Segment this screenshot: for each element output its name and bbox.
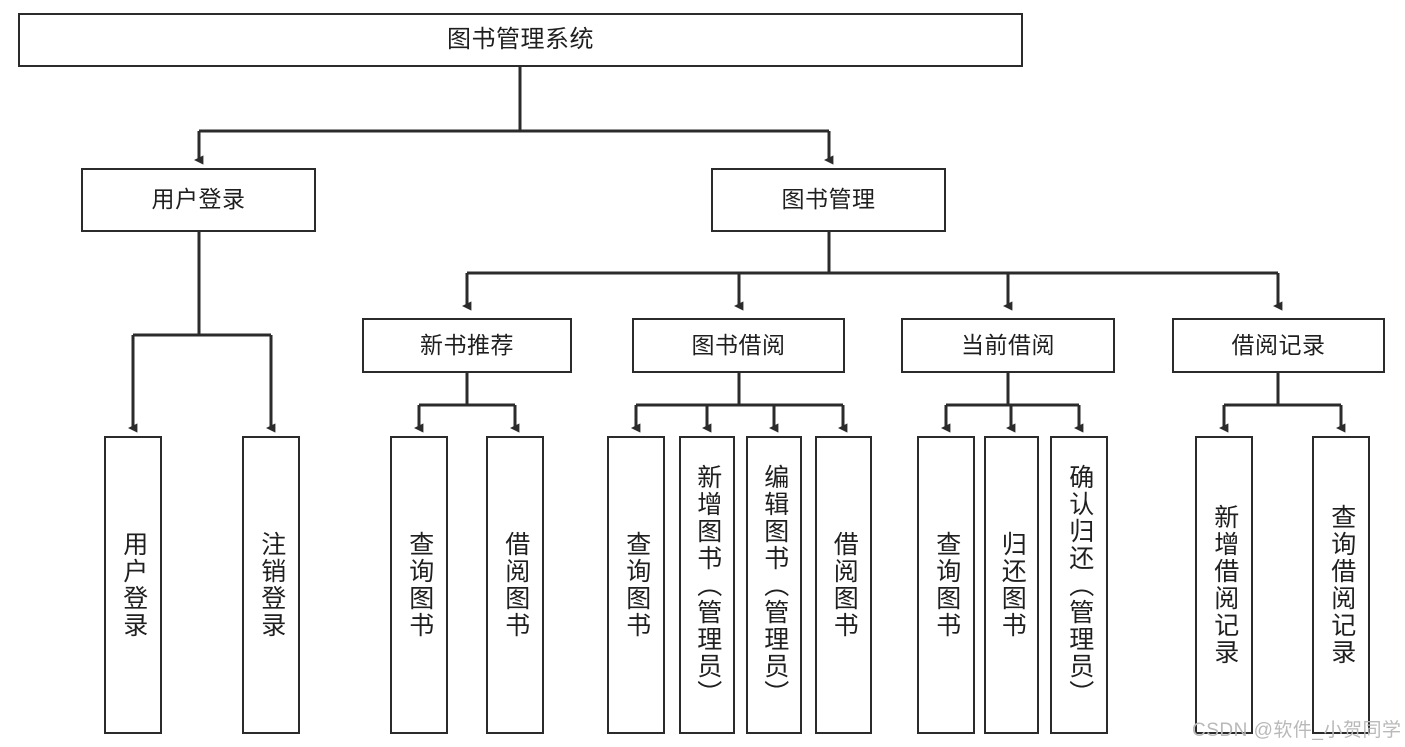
node-label: 新书推荐 [420, 331, 514, 358]
node-leaf-edit-book[interactable]: 编辑图书（管理员） [746, 436, 802, 734]
node-label: 编辑图书（管理员） [760, 463, 789, 707]
node-label: 借阅图书 [501, 531, 530, 639]
node-leaf-return-book[interactable]: 归还图书 [984, 436, 1039, 734]
node-label: 新增图书（管理员） [693, 463, 722, 707]
node-label: 查询图书 [622, 531, 651, 639]
node-leaf-confirm-return[interactable]: 确认归还（管理员） [1050, 436, 1108, 734]
node-label: 注销登录 [257, 531, 286, 639]
node-label: 查询图书 [405, 531, 434, 639]
node-current-borrow[interactable]: 当前借阅 [901, 318, 1115, 373]
node-label: 借阅图书 [830, 531, 859, 639]
node-label: 查询借阅记录 [1327, 504, 1356, 666]
node-label: 确认归还（管理员） [1065, 463, 1094, 707]
node-label: 图书借阅 [691, 331, 786, 358]
node-label: 归还图书 [998, 531, 1027, 639]
node-leaf-user-login[interactable]: 用户登录 [104, 436, 162, 734]
node-leaf-query-book-2[interactable]: 查询图书 [607, 436, 665, 734]
node-book-manage[interactable]: 图书管理 [711, 168, 946, 232]
node-borrow-record[interactable]: 借阅记录 [1172, 318, 1385, 373]
node-label: 查询图书 [932, 531, 961, 639]
node-leaf-user-logout[interactable]: 注销登录 [242, 436, 300, 734]
node-leaf-borrow-book-1[interactable]: 借阅图书 [486, 436, 544, 734]
node-leaf-query-book-1[interactable]: 查询图书 [390, 436, 448, 734]
node-label: 用户登录 [151, 186, 246, 213]
node-book-borrow[interactable]: 图书借阅 [632, 318, 845, 373]
node-label: 用户登录 [119, 531, 148, 639]
node-leaf-add-book[interactable]: 新增图书（管理员） [679, 436, 735, 734]
node-leaf-query-book-3[interactable]: 查询图书 [917, 436, 975, 734]
node-leaf-borrow-book-2[interactable]: 借阅图书 [815, 436, 872, 734]
node-label: 新增借阅记录 [1210, 504, 1239, 666]
node-label: 图书管理 [781, 186, 876, 213]
node-root-book-management-system[interactable]: 图书管理系统 [18, 13, 1023, 67]
node-leaf-add-borrow-record[interactable]: 新增借阅记录 [1195, 436, 1253, 734]
node-label: 当前借阅 [961, 331, 1055, 358]
node-leaf-query-borrow-record[interactable]: 查询借阅记录 [1312, 436, 1370, 734]
node-label: 借阅记录 [1231, 331, 1326, 358]
csdn-watermark: CSDN @软件_小贺同学 [1192, 720, 1402, 741]
node-user-login[interactable]: 用户登录 [81, 168, 316, 232]
node-label: 图书管理系统 [447, 25, 594, 53]
node-new-book-recommend[interactable]: 新书推荐 [362, 318, 572, 373]
